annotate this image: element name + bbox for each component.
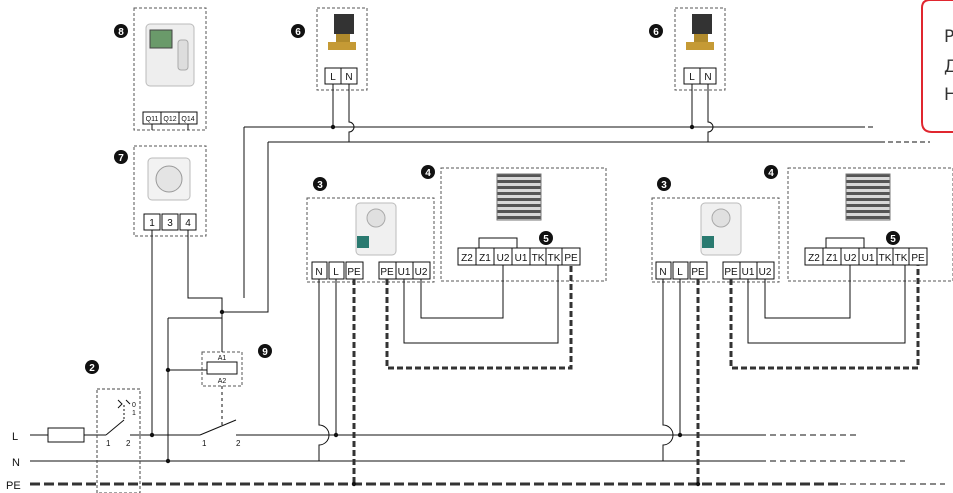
controller-box-2	[651, 197, 780, 283]
heater1-term-pe: PE	[564, 253, 578, 264]
ctrl1-feed-pe: PE	[380, 267, 394, 278]
timer-term-q14: Q14	[181, 116, 194, 123]
timer-device	[145, 23, 195, 87]
ctrl1-feed-u1: U1	[398, 267, 411, 278]
heater2-term-pe: PE	[911, 253, 925, 264]
marker-6b: 6	[653, 27, 659, 38]
ctrl2-feed-u1: U1	[742, 267, 755, 278]
ctrl1-term-n: N	[315, 267, 322, 278]
wires	[151, 84, 930, 461]
marker-6a: 6	[295, 27, 301, 38]
ctrl1-term-pe: PE	[347, 267, 361, 278]
marker-3b: 3	[661, 180, 667, 191]
thermo-term-4: 4	[185, 218, 191, 229]
valve2-term-l: L	[689, 72, 695, 83]
contactor-switch-out: 2	[236, 439, 241, 448]
heater1-term-tk2: TK	[548, 253, 561, 264]
marker-4a: 4	[425, 168, 431, 179]
heater2-term-u1: U1	[862, 253, 875, 264]
thermostat-device	[147, 157, 191, 201]
junctions	[149, 124, 701, 487]
heater2-term-z2: Z2	[808, 253, 820, 264]
timer-term-q12: Q12	[163, 116, 176, 123]
main-switch-on: 1	[132, 410, 136, 417]
valve-device-1	[328, 14, 356, 50]
marker-5b: 5	[890, 234, 896, 245]
ctrl2-term-n: N	[659, 267, 666, 278]
timer-box	[133, 7, 207, 131]
controller-device-2	[700, 202, 742, 256]
thermo-term-3: 3	[167, 218, 173, 229]
contactor-a2: A2	[218, 378, 227, 385]
heater1-term-z1: Z1	[479, 253, 491, 264]
heater-box-1	[440, 167, 607, 282]
valve2-term-n: N	[704, 72, 711, 83]
component-boxes	[133, 7, 953, 387]
main-switch-in: 1	[106, 439, 111, 448]
controller-device-1	[355, 202, 397, 256]
timer-term-q11: Q11	[146, 116, 159, 123]
ctrl1-feed-u2: U2	[415, 267, 428, 278]
marker-7: 7	[118, 153, 124, 164]
marker-4b: 4	[768, 168, 774, 179]
heater2-term-u2: U2	[844, 253, 857, 264]
valve1-term-n: N	[345, 72, 352, 83]
contactor-switch-in: 1	[202, 439, 207, 448]
heater2-term-tk1: TK	[879, 253, 892, 264]
valve-device-2	[686, 14, 714, 50]
bus-label-n: N	[12, 457, 20, 469]
valve-box-1	[316, 7, 368, 91]
heater1-term-tk1: TK	[532, 253, 545, 264]
main-switch-out: 2	[126, 439, 131, 448]
bus-label-l: L	[12, 431, 18, 443]
marker-5a: 5	[543, 234, 549, 245]
terminal-strips: L N L N Q11 Q12 Q14 1 3 4 N L PE PE U1 U…	[142, 67, 928, 280]
heater2-term-z1: Z1	[826, 253, 838, 264]
heater1-term-u2: U2	[497, 253, 510, 264]
marker-3a: 3	[317, 180, 323, 191]
note-line-1: Р	[944, 27, 953, 47]
heater1-term-z2: Z2	[461, 253, 473, 264]
thermo-term-1: 1	[149, 218, 155, 229]
bus-label-pe: PE	[6, 480, 21, 492]
marker-9: 9	[262, 347, 268, 358]
note-line-2: Д	[944, 57, 953, 77]
main-switch-off: 0	[132, 402, 136, 409]
ctrl2-term-l: L	[677, 267, 683, 278]
markers: 8 7 6 6 3 3 4 4 5 5 9 2	[85, 24, 900, 374]
ctrl2-feed-pe: PE	[724, 267, 738, 278]
ctrl2-feed-u2: U2	[759, 267, 772, 278]
valve-box-2	[674, 7, 726, 91]
heater2-term-tk2: TK	[895, 253, 908, 264]
note-callout: Р Д Н	[921, 0, 953, 133]
main-switch: 1 2 0 1	[96, 388, 141, 493]
marker-2: 2	[89, 363, 95, 374]
contactor-a1: A1	[218, 355, 227, 362]
heater-device-1	[496, 173, 542, 221]
marker-8: 8	[118, 27, 124, 38]
contactor: A1 A2 1 2	[199, 355, 241, 448]
note-line-3: Н	[944, 85, 953, 105]
valve1-term-l: L	[330, 72, 336, 83]
ctrl1-term-l: L	[333, 267, 339, 278]
heater-device-2	[845, 173, 891, 221]
earth-wires	[352, 265, 920, 484]
controller-box-1	[306, 197, 435, 283]
fuse	[47, 427, 85, 443]
thermostat-box	[133, 145, 207, 237]
heater-box-2	[787, 167, 953, 282]
heater1-term-u1: U1	[515, 253, 528, 264]
ctrl2-term-pe: PE	[691, 267, 705, 278]
